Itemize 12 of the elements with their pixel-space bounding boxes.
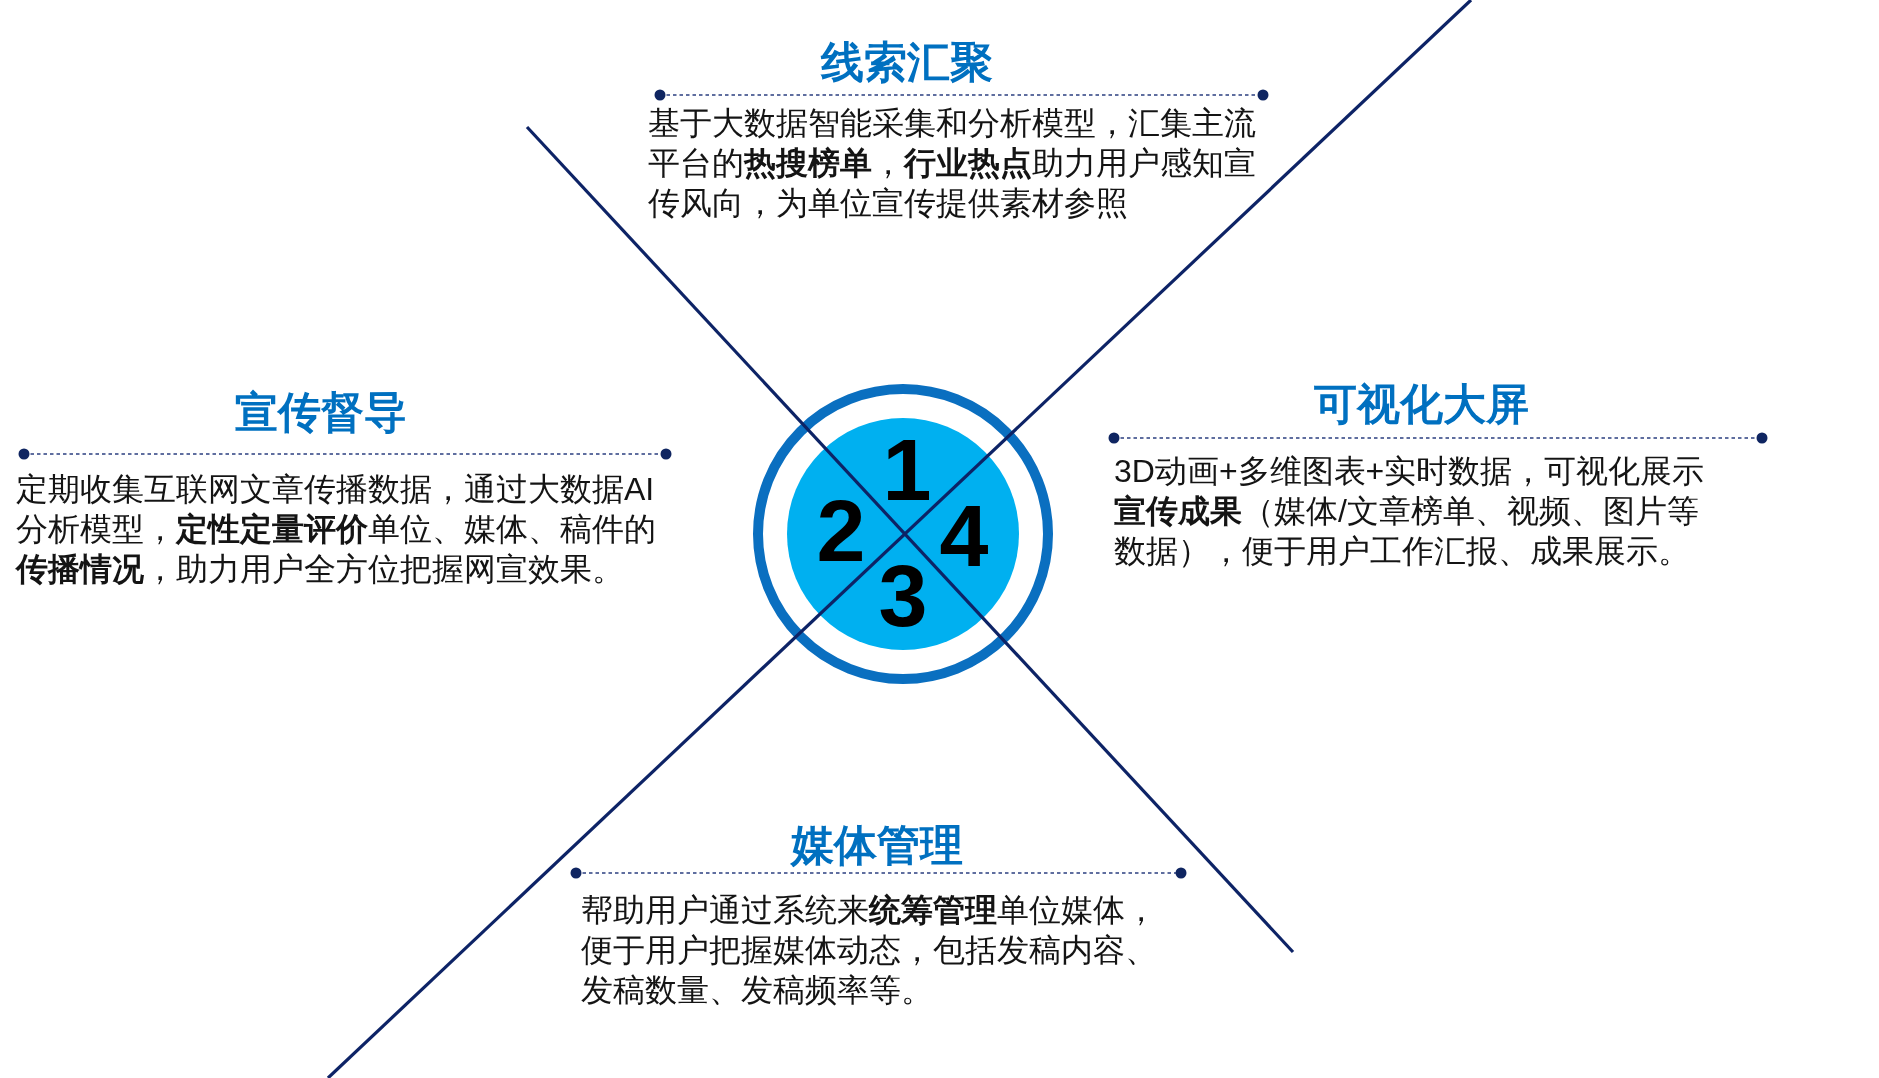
description-text: 定期收集互联网文章传播数据，通过大数据AI分析模型，定性定量评价单位、媒体、稿件的传播情况，助力用户全方位把握网宣效果。 <box>16 470 657 589</box>
section-heading: 媒体管理 <box>791 821 963 871</box>
description-text: 帮助用户通过系统来统筹管理单位媒体，便于用户把握媒体动态，包括发稿内容、发稿数量、发稿频率等。 <box>581 891 1158 1010</box>
section-heading: 宣传督导 <box>235 388 407 438</box>
step-number: 2 <box>816 498 866 564</box>
description-text: 3D动画+多维图表+实时数据，可视化展示宣传成果（媒体/文章榜单、视频、图片等数据），便于用户工作汇报、成果展示。 <box>1114 452 1706 571</box>
step-number: 1 <box>882 437 932 503</box>
section-heading: 可视化大屏 <box>1313 380 1529 430</box>
description-text: 基于大数据智能采集和分析模型，汇集主流平台的热搜榜单，行业热点助力用户感知宣传风向，为单位宣传提供素材参照 <box>648 104 1257 223</box>
step-number: 4 <box>939 503 989 569</box>
step-number: 3 <box>878 563 928 629</box>
section-heading: 线索汇聚 <box>821 38 993 88</box>
